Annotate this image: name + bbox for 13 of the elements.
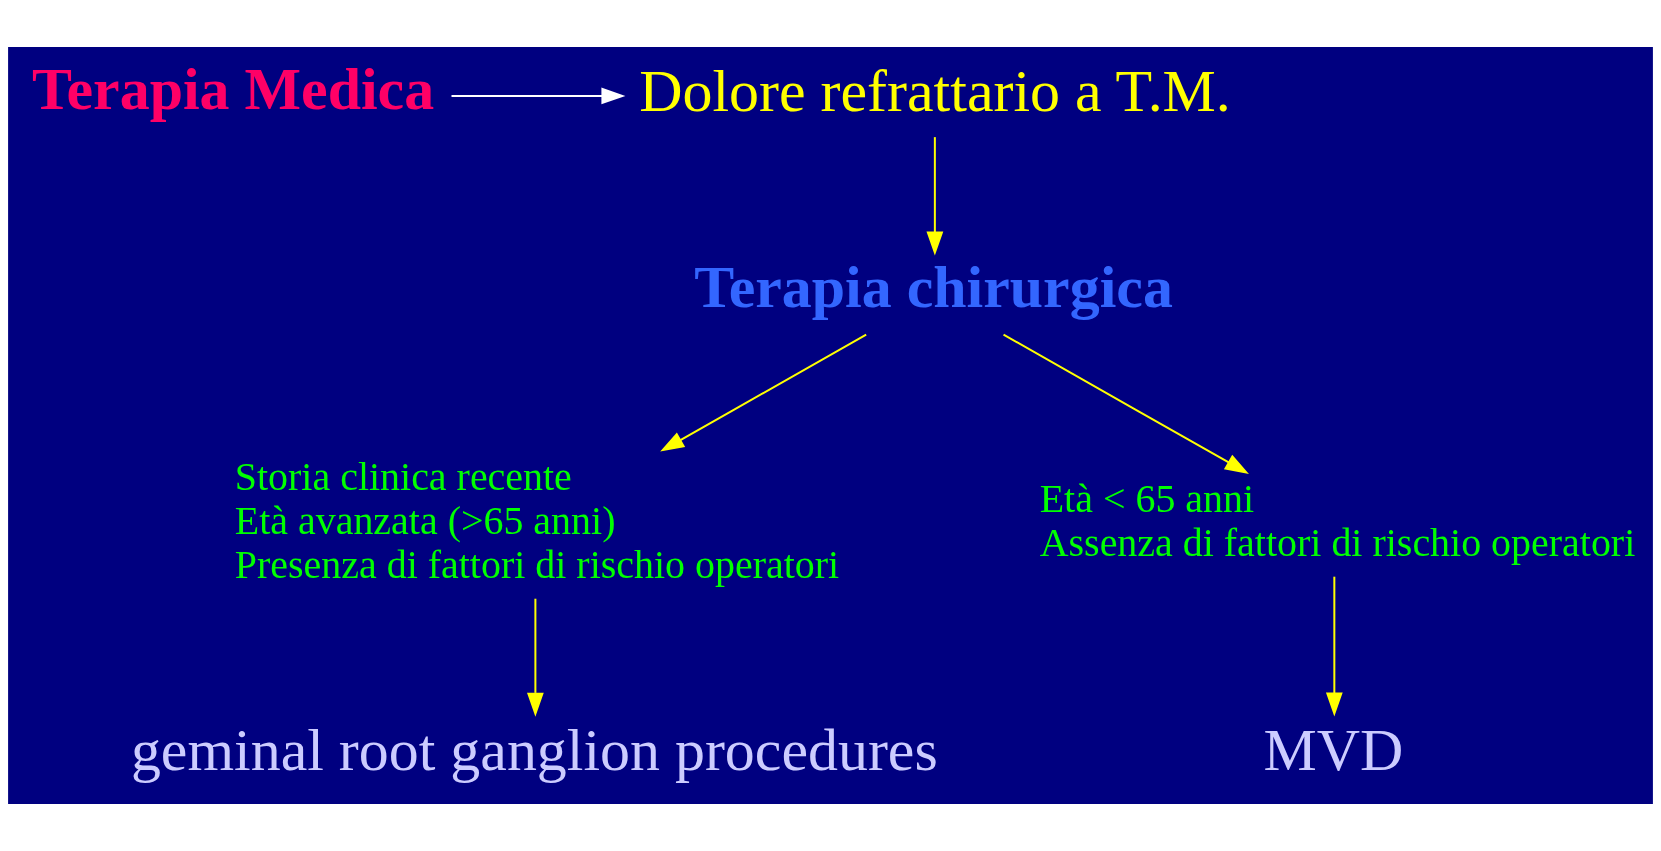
node-text: Terapia chirurgica <box>694 253 1173 320</box>
node-text: Età < 65 anni Assenza di fattori di rischio operatori <box>1039 476 1636 566</box>
arrow <box>660 333 868 452</box>
arrow <box>527 597 544 717</box>
node-text: MVD <box>1263 717 1404 784</box>
arrow <box>926 136 944 256</box>
node-text: Dolore refrattario a T.M. <box>639 57 1231 124</box>
arrow <box>1325 575 1343 717</box>
node-text: Storia clinica recente Età avanzata (>65 anni) Presenza di fattori di rischio operatori <box>234 454 840 588</box>
node-text: geminal root ganglion procedures <box>130 717 938 784</box>
arrow <box>1002 333 1249 474</box>
node-text: Terapia Medica <box>32 55 435 122</box>
arrow <box>450 87 626 105</box>
